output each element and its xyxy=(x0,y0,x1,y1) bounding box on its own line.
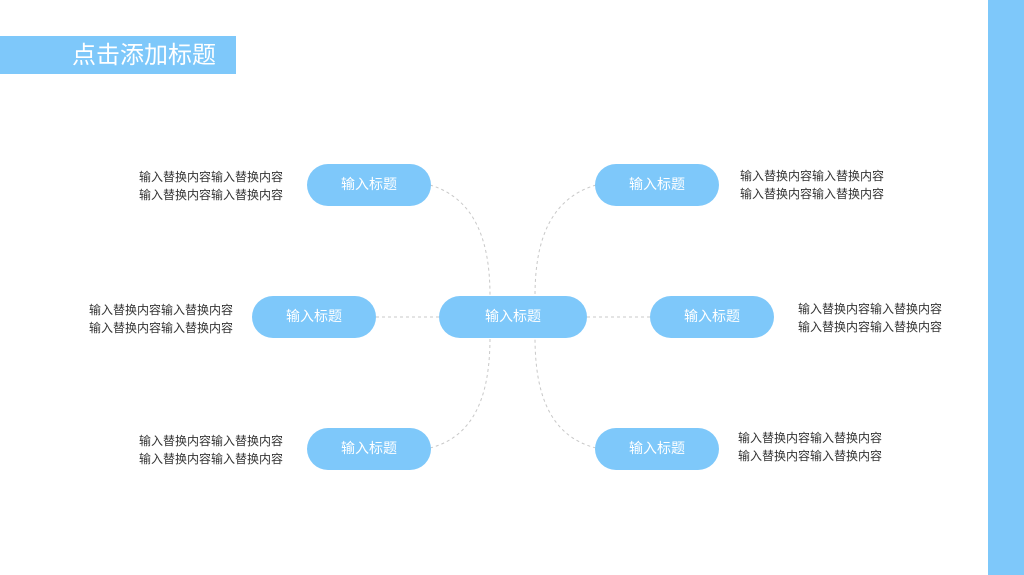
branch-node-bottom-right: 输入标题 xyxy=(595,428,719,470)
center-node: 输入标题 xyxy=(439,296,587,338)
branch-text-top-right: 输入替换内容输入替换内容 输入替换内容输入替换内容 xyxy=(740,169,885,201)
branch-node-top-right: 输入标题 xyxy=(595,164,719,206)
connector-top-left xyxy=(429,184,491,297)
branch-text-bottom-right: 输入替换内容输入替换内容 输入替换内容输入替换内容 xyxy=(738,431,883,463)
connector-bottom-right xyxy=(534,336,597,449)
branch-text-middle-left: 输入替换内容输入替换内容 输入替换内容输入替换内容 xyxy=(88,303,233,335)
branch-text-bottom-left: 输入替换内容输入替换内容 输入替换内容输入替换内容 xyxy=(138,434,283,466)
slide-title: 点击添加标题 xyxy=(72,41,216,69)
branch-node-top-left: 输入标题 xyxy=(307,164,431,206)
branch-text-top-left: 输入替换内容输入替换内容 输入替换内容输入替换内容 xyxy=(138,170,283,202)
connector-top-right xyxy=(534,184,597,297)
right-accent-strip xyxy=(988,0,1024,575)
branch-node-middle-left: 输入标题 xyxy=(252,296,376,338)
branch-node-middle-right: 输入标题 xyxy=(650,296,774,338)
connector-bottom-left xyxy=(429,336,491,449)
branch-text-middle-right: 输入替换内容输入替换内容 输入替换内容输入替换内容 xyxy=(798,302,943,334)
title-bar: 点击添加标题 xyxy=(0,36,236,74)
branch-node-bottom-left: 输入标题 xyxy=(307,428,431,470)
